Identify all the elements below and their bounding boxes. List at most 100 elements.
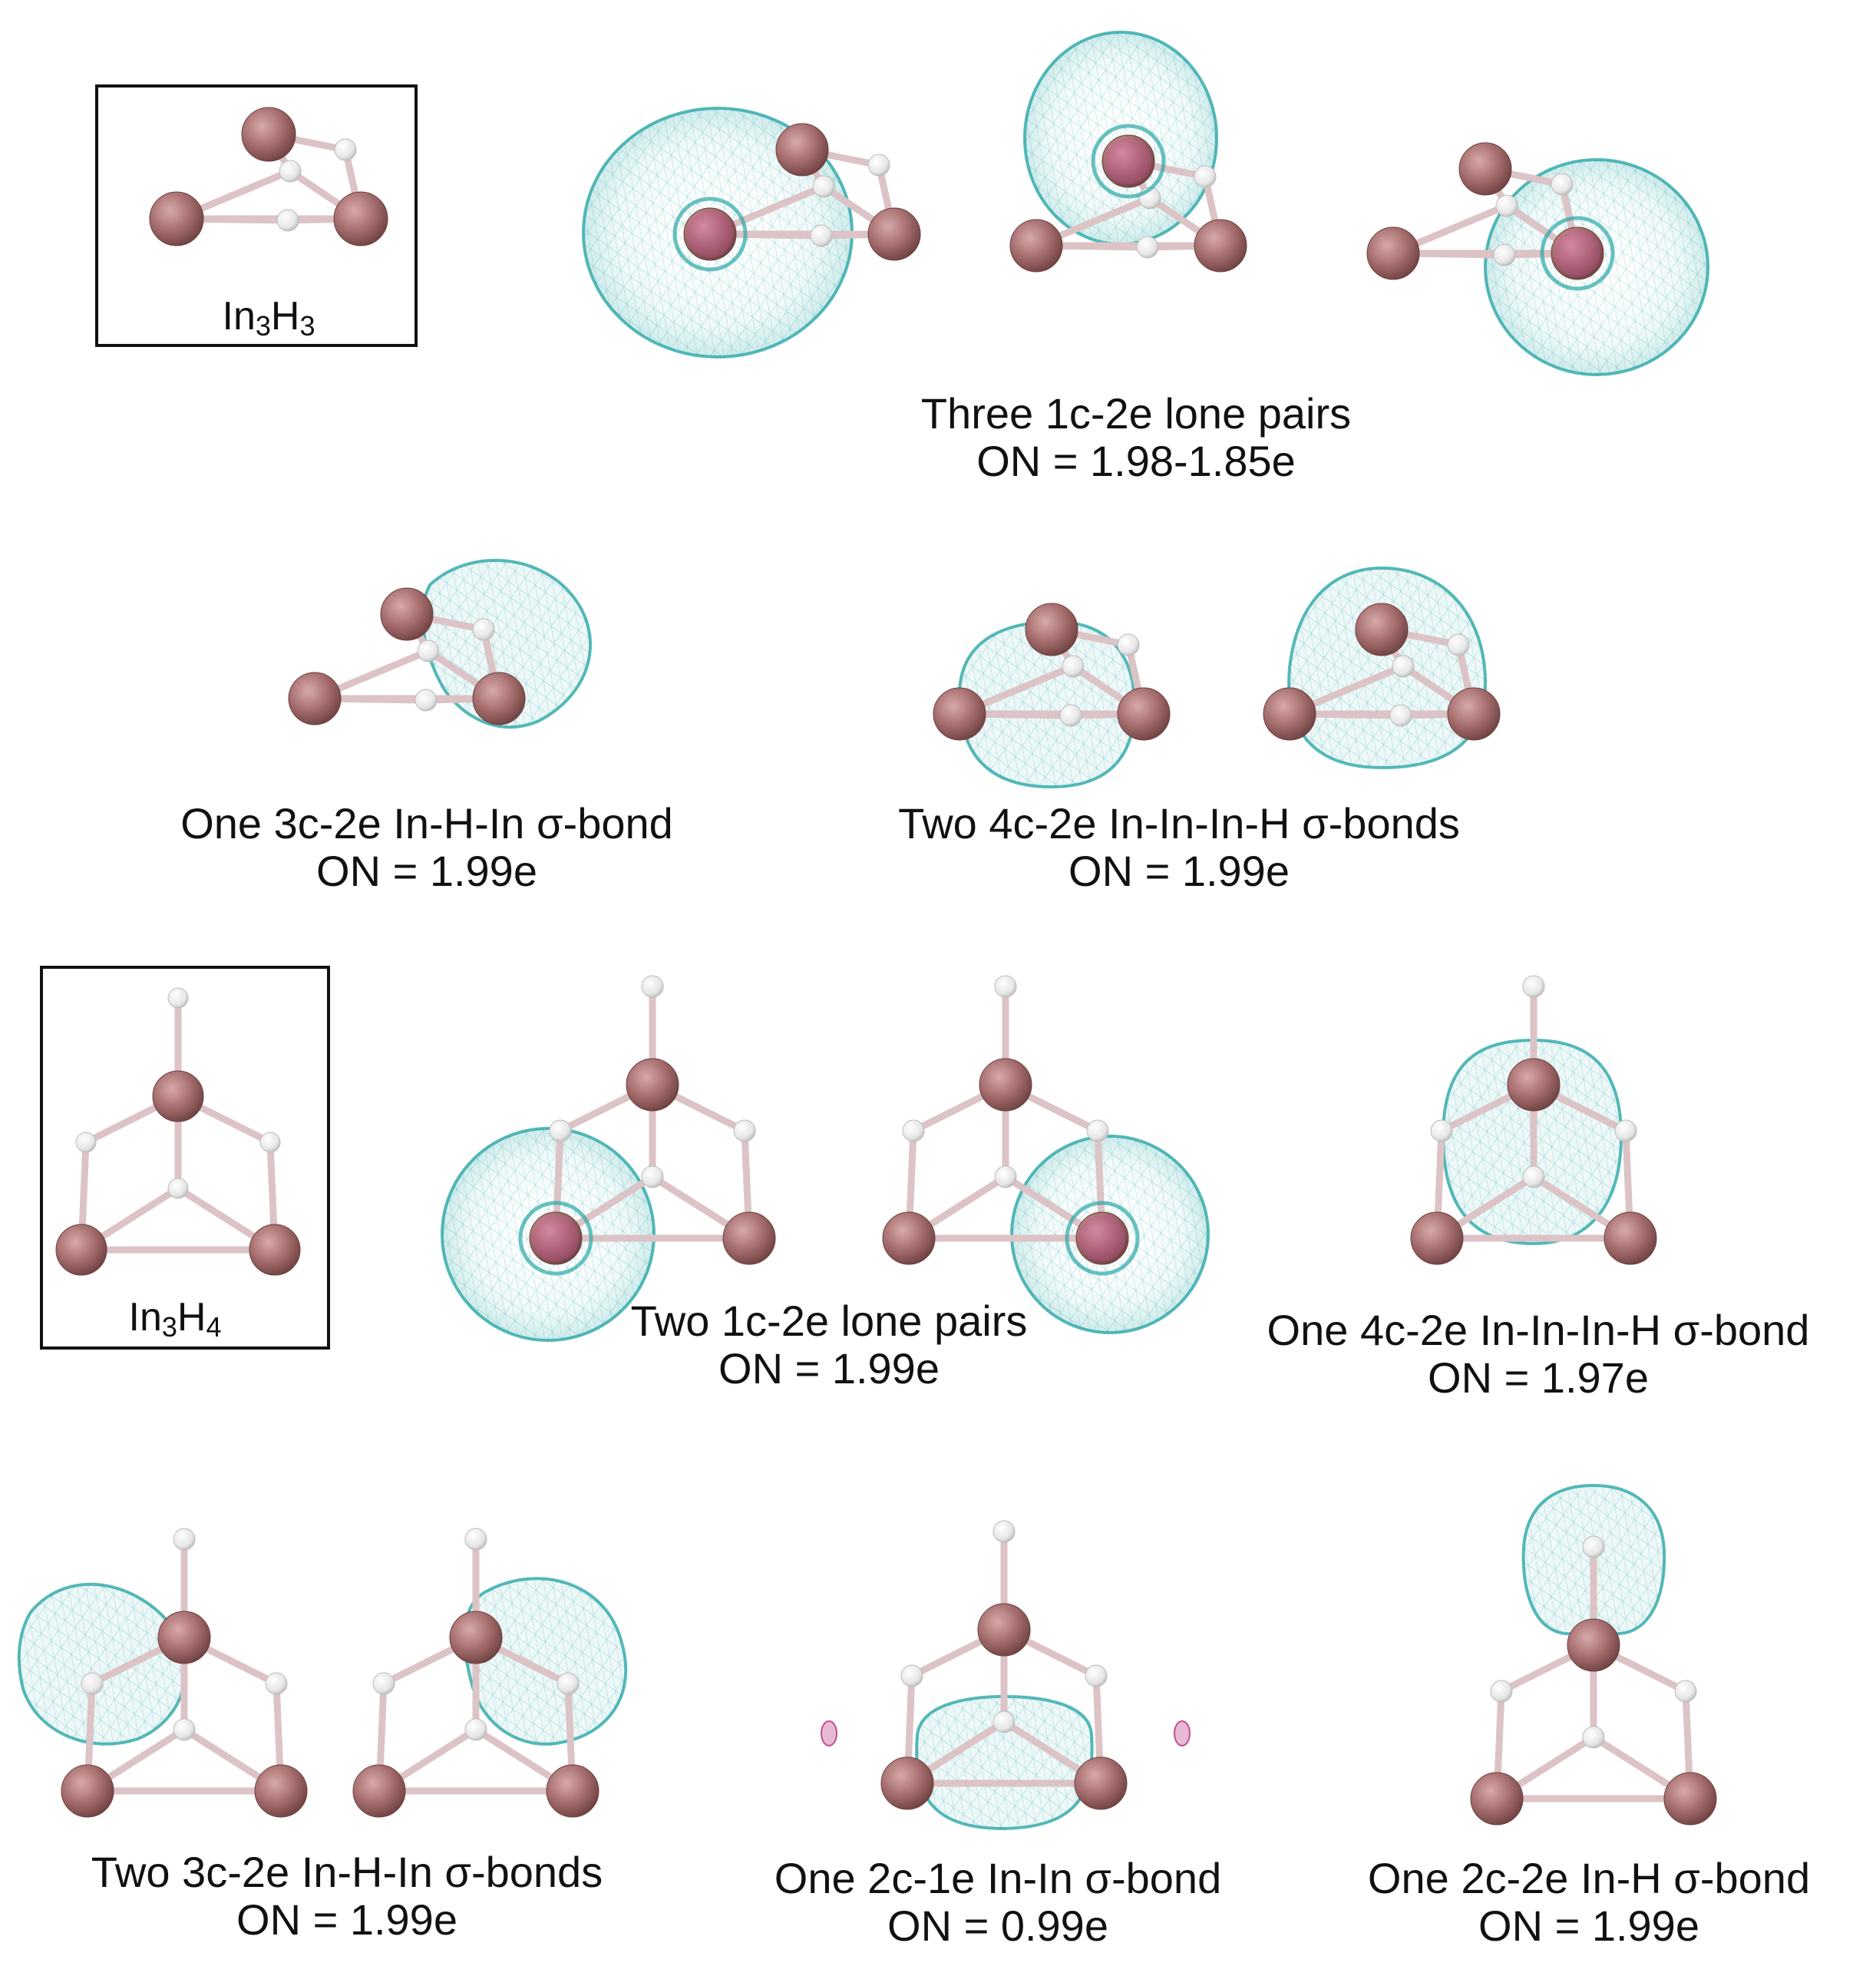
lone-pair-core-5-inner — [1079, 1215, 1125, 1261]
three-center-bond-orbital-3-mesh — [464, 1578, 626, 1744]
lp1-hydrogen-atom-4 — [812, 175, 835, 198]
b4c-a-indium-atom-2 — [1117, 687, 1171, 741]
in3h4-ref-atoms — [55, 987, 301, 1276]
b3c-a-indium-atom-1 — [61, 1764, 114, 1818]
four-center-bond-orbital-1-mesh — [959, 622, 1135, 787]
b3c-b-hydrogen-atom-4 — [372, 1672, 395, 1695]
lp1-atoms — [683, 123, 921, 261]
b2c2e-hydrogen-atom-5 — [1674, 1680, 1697, 1703]
b4c-c-hydrogen-atom-4 — [1430, 1119, 1453, 1142]
b3c-hydrogen-atom-5 — [415, 689, 438, 712]
lone-pair-core-3 — [1540, 216, 1615, 291]
lp5-hydrogen-atom-6 — [994, 1165, 1017, 1188]
lone-pair-core-3-inner — [1554, 230, 1600, 276]
b4c-a-hydrogen-atom-3 — [1117, 633, 1140, 656]
lp5-hydrogen-atom-3 — [994, 975, 1017, 998]
lone-pair-core-1-inner — [687, 211, 733, 257]
lp4-indium-atom-1 — [529, 1211, 583, 1265]
lp3-indium-atom-2 — [1551, 226, 1604, 280]
lone-pair-core-2-ring — [1091, 124, 1166, 199]
b2c2e-indium-atom-0 — [1567, 1618, 1620, 1672]
in3h4-ref-hydrogen-atom-4 — [75, 1132, 97, 1153]
b2c2e-atoms — [1470, 1535, 1717, 1826]
lone-pair-orbital-5-outline — [1010, 1135, 1210, 1334]
in3h3-ref-hydrogen-atom-4 — [279, 160, 302, 183]
b4c-c-indium-atom-0 — [1507, 1058, 1561, 1112]
in3h4-ref-indium-atom-2 — [249, 1224, 301, 1276]
lp3-hydrogen-atom-3 — [1551, 173, 1574, 196]
b3c-b-hydrogen-atom-5 — [557, 1672, 580, 1695]
in3h3-ref-indium-atom-1 — [149, 191, 204, 246]
b3c-b-atoms — [352, 1528, 599, 1818]
lp4-atoms — [529, 975, 776, 1265]
lone-pair-core-5 — [1065, 1201, 1140, 1276]
lone-pair-core-4 — [518, 1201, 593, 1276]
b4c-b-hydrogen-atom-3 — [1447, 633, 1470, 656]
lone-pair-core-1 — [672, 197, 748, 272]
b2c2e-indium-atom-1 — [1470, 1772, 1524, 1826]
negative-lobe-left — [821, 1720, 837, 1746]
lp3-hydrogen-atom-5 — [1493, 243, 1516, 266]
lp5-hydrogen-atom-5 — [1086, 1119, 1109, 1142]
b3c-indium-atom-0 — [380, 587, 434, 641]
lp3-indium-atom-0 — [1458, 142, 1512, 196]
b4c-b-hydrogen-atom-5 — [1389, 704, 1412, 727]
lp3-indium-atom-1 — [1366, 226, 1420, 280]
b4c-c-hydrogen-atom-5 — [1614, 1119, 1637, 1142]
b4c-a-indium-atom-0 — [1025, 603, 1078, 656]
b4c-b-hydrogen-atom-4 — [1392, 655, 1415, 678]
lp1-indium-atom-1 — [683, 207, 737, 261]
b4c-c-indium-atom-2 — [1604, 1211, 1657, 1265]
lp4-indium-atom-0 — [626, 1058, 679, 1112]
four-center-bond-orbital-1 — [957, 620, 1137, 789]
lp2-atoms — [1009, 134, 1247, 273]
in3h3-ref-hydrogen-atom-5 — [276, 209, 299, 232]
lone-pair-core-3-ring — [1540, 216, 1615, 291]
two-center-one-electron-orbital-outline — [915, 1694, 1094, 1831]
atoms-layer — [55, 107, 1717, 1826]
lone-pair-core-2 — [1091, 124, 1166, 199]
b3c-b-indium-atom-0 — [449, 1611, 503, 1664]
b2c2e-hydrogen-atom-3 — [1582, 1535, 1605, 1558]
b4c-c-hydrogen-atom-6 — [1522, 1165, 1545, 1188]
in3h4-ref-hydrogen-atom-6 — [167, 1178, 189, 1199]
b2c1e-indium-atom-0 — [977, 1603, 1031, 1657]
in3h4-frame — [40, 966, 330, 1350]
lp1-indium-atom-2 — [867, 207, 921, 261]
three-center-bond-orbital-outline — [421, 559, 592, 729]
b3c-hydrogen-atom-4 — [417, 639, 440, 662]
b2c2e-hydrogen-atom-6 — [1582, 1726, 1605, 1749]
lone-pair-core-5-ring — [1065, 1201, 1140, 1276]
b3c-a-indium-atom-0 — [157, 1611, 211, 1664]
in3h3-frame — [95, 84, 418, 347]
three-center-bond-orbital-mesh — [422, 560, 591, 728]
lone-pair-orbital-4-outline — [441, 1127, 656, 1342]
b4c-a-hydrogen-atom-5 — [1059, 704, 1082, 727]
b3c-b-hydrogen-atom-6 — [464, 1718, 487, 1741]
b2c1e-indium-atom-2 — [1074, 1756, 1128, 1810]
b4c-c-atoms — [1410, 975, 1657, 1265]
three-center-bond-orbital-2 — [17, 1582, 188, 1746]
b3c-atoms — [288, 587, 526, 725]
in3h4-ref-hydrogen-atom-5 — [259, 1132, 281, 1153]
lone-pair-core-1-ring — [672, 197, 748, 272]
in3h3-ref-indium-atom-0 — [241, 107, 296, 162]
lp2-hydrogen-atom-5 — [1136, 236, 1159, 259]
lp3-hydrogen-atom-4 — [1495, 194, 1518, 217]
b3c-indium-atom-2 — [472, 672, 526, 725]
lp5-atoms — [882, 975, 1129, 1265]
four-center-bond-orbital-2 — [1287, 566, 1488, 770]
b4c-c-hydrogen-atom-3 — [1522, 975, 1545, 998]
b4c-b-indium-atom-0 — [1355, 603, 1409, 656]
lp5-indium-atom-1 — [882, 1211, 936, 1265]
lp5-hydrogen-atom-4 — [902, 1119, 925, 1142]
lp2-indium-atom-0 — [1101, 134, 1155, 188]
b3c-a-hydrogen-atom-3 — [173, 1528, 196, 1551]
b2c2e-hydrogen-atom-4 — [1490, 1680, 1513, 1703]
two-center-one-electron-orbital-mesh — [917, 1697, 1092, 1829]
b3c-indium-atom-1 — [288, 672, 342, 725]
three-center-bond-orbital-3 — [463, 1577, 628, 1746]
